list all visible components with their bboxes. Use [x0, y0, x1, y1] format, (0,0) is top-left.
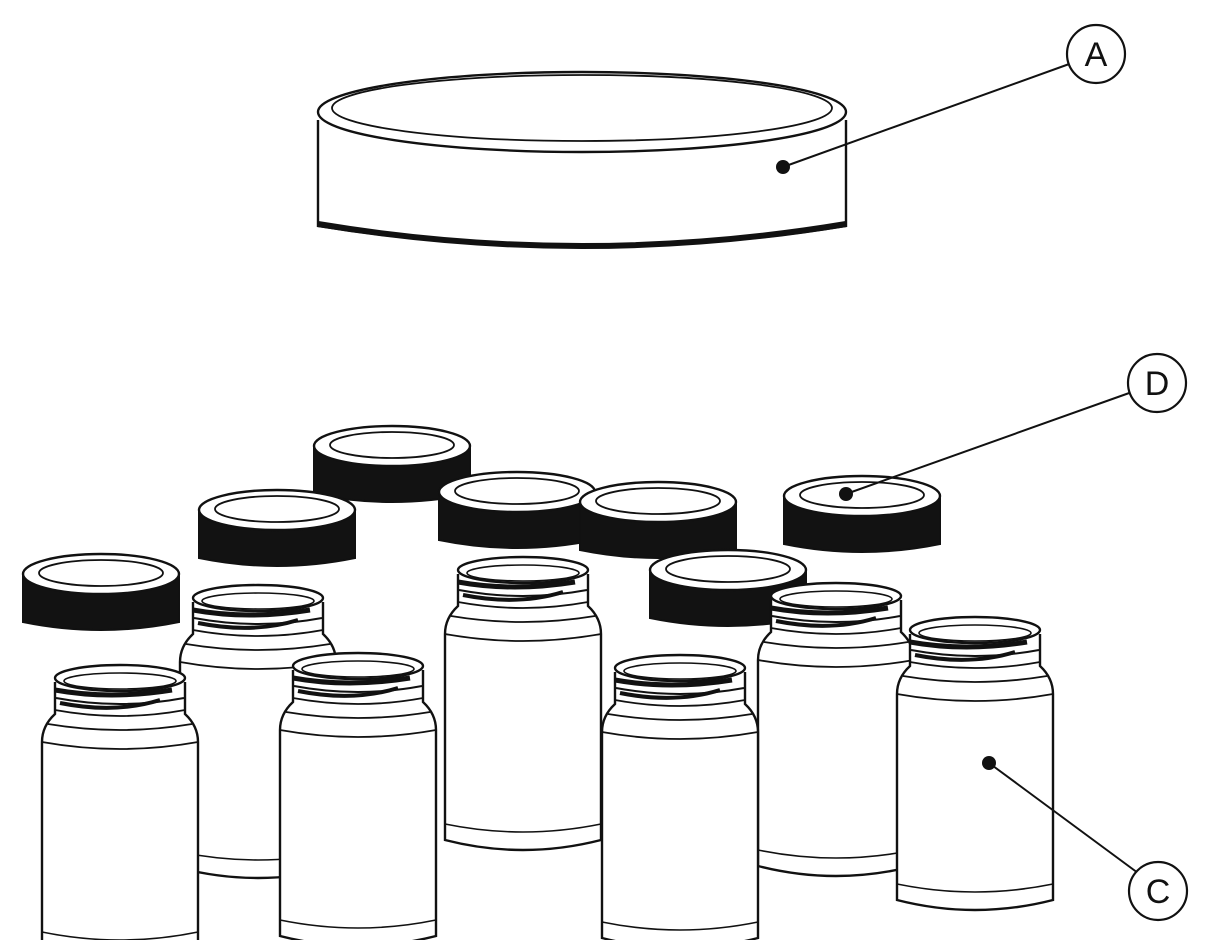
large-lid	[316, 70, 848, 249]
small-cap	[437, 470, 597, 550]
callout-a-dot	[776, 160, 790, 174]
jar	[602, 655, 758, 940]
callout-a-label: A	[1085, 36, 1108, 74]
jar	[280, 653, 436, 940]
callout-c-dot	[982, 756, 996, 770]
callout-d: D	[839, 352, 1188, 501]
small-cap	[578, 480, 738, 560]
small-cap	[197, 488, 357, 568]
jar	[758, 583, 914, 876]
callout-d-label: D	[1145, 365, 1170, 403]
small-cap	[21, 552, 181, 632]
jars-group	[42, 557, 1053, 940]
callout-a: A	[776, 23, 1127, 174]
jar-body	[897, 617, 1053, 910]
jar	[445, 557, 601, 850]
jar	[42, 665, 198, 940]
callout-d-dot	[839, 487, 853, 501]
callout-c-label: C	[1146, 873, 1171, 911]
callout-c: C	[982, 756, 1189, 922]
